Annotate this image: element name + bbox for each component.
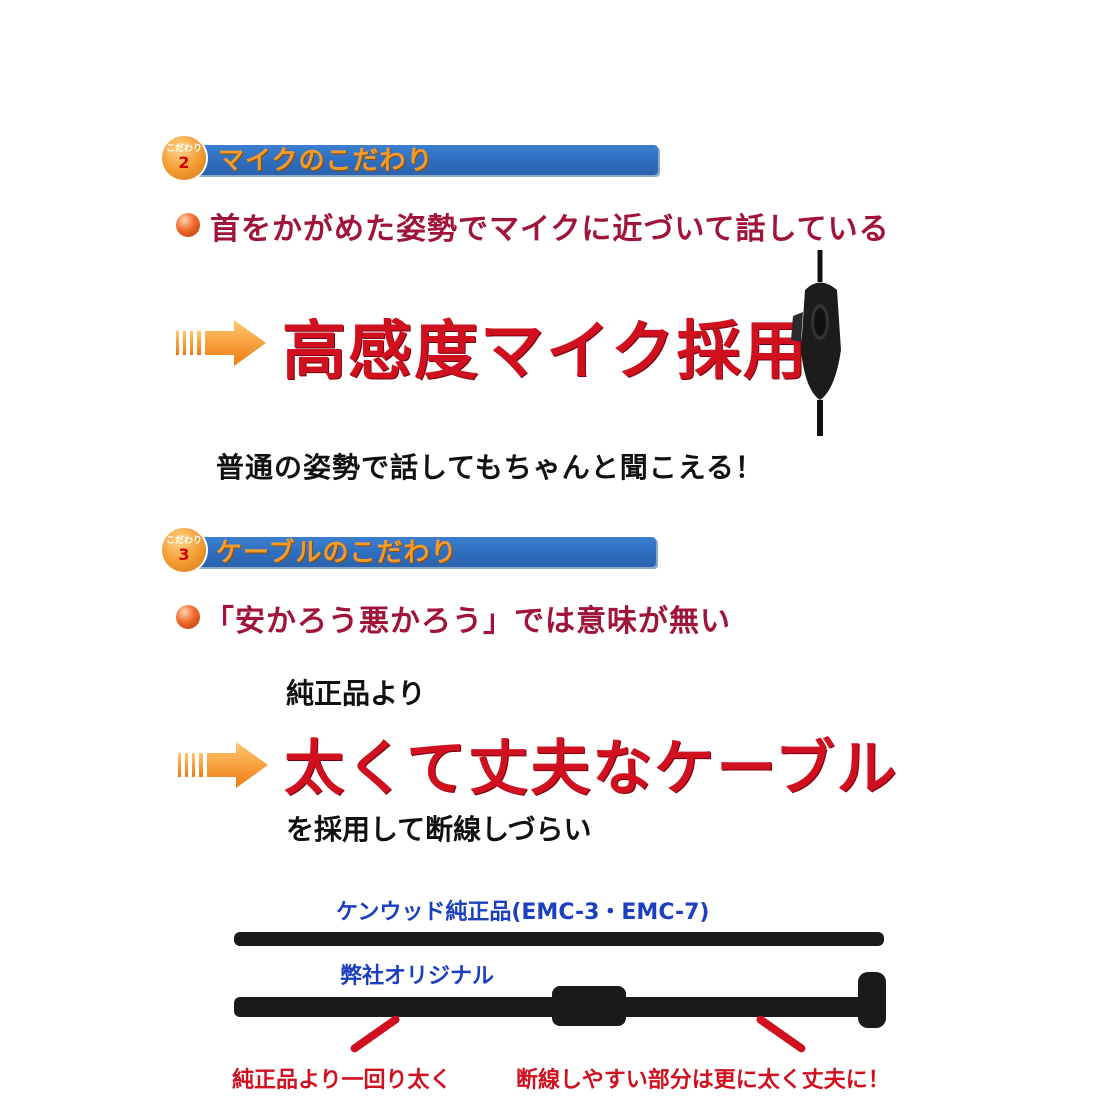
genuine-cable bbox=[234, 932, 884, 946]
section3-bullet-text: 「安かろう悪かろう」では意味が無い bbox=[204, 604, 731, 639]
section3-bullet-icon bbox=[176, 605, 200, 629]
section2-title: マイクのこだわり bbox=[218, 146, 434, 176]
section3-arrow-icon bbox=[178, 742, 268, 788]
section2-arrow-icon bbox=[176, 320, 266, 366]
section3-badge-label: こだわり bbox=[165, 536, 202, 546]
microphone-illustration bbox=[791, 250, 841, 436]
section3-badge: こだわり 3 bbox=[162, 528, 206, 572]
original-cable-label: 弊社オリジナル bbox=[340, 964, 495, 989]
section2-caption: 普通の姿勢で話してもちゃんと聞こえる！ bbox=[216, 451, 764, 484]
section2-headline: 高感度マイク採用 bbox=[282, 315, 809, 389]
section2-badge-label: こだわり bbox=[165, 144, 202, 154]
section3-pre-text: 純正品より bbox=[286, 677, 426, 710]
original-cable-left bbox=[234, 997, 564, 1017]
section2-bullet-icon bbox=[176, 213, 200, 237]
original-cable-joint bbox=[552, 986, 626, 1026]
section3-headline: 太くて丈夫なケーブル bbox=[284, 734, 899, 804]
genuine-cable-label: ケンウッド純正品(EMC-3・EMC-7) bbox=[336, 900, 710, 925]
section2-badge-number: 2 bbox=[178, 153, 190, 172]
section3-badge-number: 3 bbox=[178, 545, 190, 564]
original-cable-right bbox=[620, 997, 870, 1017]
section2-header-bar: マイクのこだわり bbox=[180, 145, 658, 176]
cable-note-left: 純正品より一回り太く bbox=[232, 1068, 452, 1093]
section2-badge: こだわり 2 bbox=[162, 136, 206, 180]
section3-title: ケーブルのこだわり bbox=[216, 538, 458, 568]
section3-header-bar: ケーブルのこだわり bbox=[180, 537, 656, 568]
original-cable-plug bbox=[858, 972, 886, 1028]
section3-post-text: を採用して断線しづらい bbox=[286, 813, 592, 846]
thickness-marker-left bbox=[348, 1014, 402, 1054]
section2-bullet-text: 首をかがめた姿勢でマイクに近づいて話している bbox=[210, 212, 890, 247]
cable-note-right: 断線しやすい部分は更に太く丈夫に！ bbox=[516, 1068, 890, 1093]
thickness-marker-right bbox=[754, 1014, 808, 1054]
